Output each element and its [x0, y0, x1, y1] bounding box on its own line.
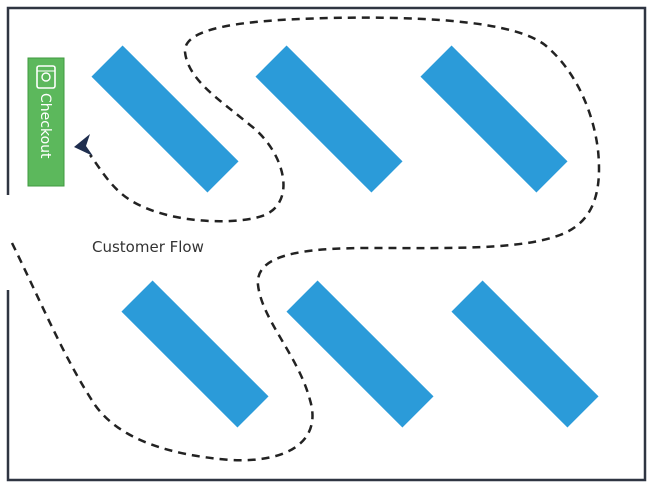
checkout-box [27, 57, 65, 187]
shelf [255, 45, 403, 193]
cash-register-icon [36, 65, 56, 89]
shelf [420, 45, 568, 193]
checkout-label: Checkout [37, 93, 53, 159]
shelf [451, 280, 599, 428]
shelf-group-top [91, 45, 568, 193]
shelf [121, 280, 269, 428]
arrow-head-icon [74, 134, 93, 156]
customer-flow-path [10, 16, 601, 462]
shelf-group-bottom [121, 280, 599, 428]
shelf [286, 280, 434, 428]
shelf [91, 45, 239, 193]
customer-flow-label: Customer Flow [92, 238, 204, 256]
checkout-counter: Checkout [27, 57, 65, 187]
store-wall [6, 6, 647, 482]
